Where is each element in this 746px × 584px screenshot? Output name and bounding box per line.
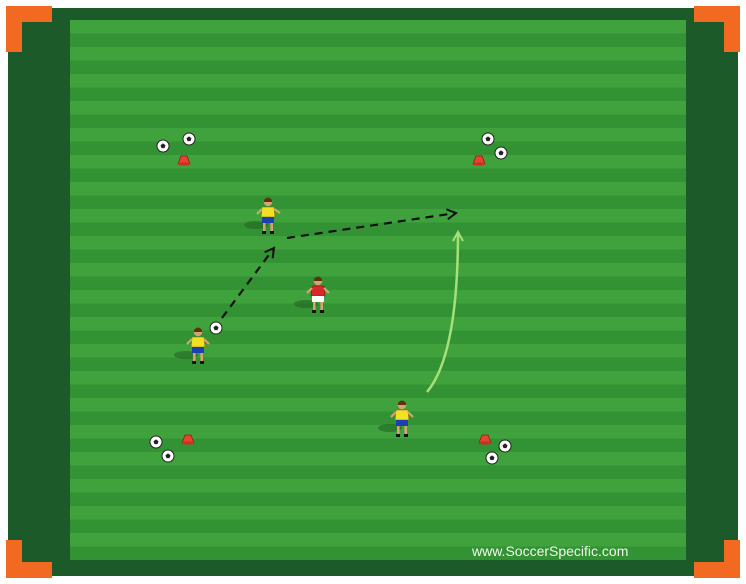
pitch-stripe bbox=[70, 425, 686, 439]
ball-in-play bbox=[210, 322, 222, 334]
pitch-stripe bbox=[70, 304, 686, 318]
pitch-stripe bbox=[70, 250, 686, 264]
pitch-stripe bbox=[70, 182, 686, 196]
pitch-stripe bbox=[70, 479, 686, 493]
ball bbox=[495, 147, 507, 159]
pitch-stripe bbox=[70, 331, 686, 345]
pitch-stripe bbox=[70, 263, 686, 277]
pitch-stripe bbox=[70, 506, 686, 520]
pitch-stripe bbox=[70, 317, 686, 331]
pitch-stripe bbox=[70, 74, 686, 88]
watermark-text: www.SoccerSpecific.com bbox=[471, 543, 628, 559]
ball bbox=[157, 140, 169, 152]
pitch-stripe bbox=[70, 20, 686, 34]
pitch-stripe bbox=[70, 520, 686, 534]
ball bbox=[162, 450, 174, 462]
ball bbox=[486, 452, 498, 464]
pitch-stripe bbox=[70, 34, 686, 48]
pitch-stripe bbox=[70, 236, 686, 250]
pitch-stripe bbox=[70, 101, 686, 115]
pitch-stripe bbox=[70, 196, 686, 210]
pitch-stripe bbox=[70, 61, 686, 75]
pitch-stripe bbox=[70, 439, 686, 453]
pitch-stripe bbox=[70, 128, 686, 142]
ball bbox=[183, 133, 195, 145]
pitch-stripe bbox=[70, 155, 686, 169]
ball bbox=[482, 133, 494, 145]
pitch-stripe bbox=[70, 47, 686, 61]
ball bbox=[499, 440, 511, 452]
pitch-stripe bbox=[70, 385, 686, 399]
pitch-stripe bbox=[70, 169, 686, 183]
pitch-stripe bbox=[70, 371, 686, 385]
pitch-stripe bbox=[70, 493, 686, 507]
pitch-stripe bbox=[70, 209, 686, 223]
pitch-stripe bbox=[70, 466, 686, 480]
pitch-stripe bbox=[70, 290, 686, 304]
pitch-stripe bbox=[70, 115, 686, 129]
pitch-stripe bbox=[70, 344, 686, 358]
pitch bbox=[70, 20, 686, 560]
pitch-stripe bbox=[70, 277, 686, 291]
pitch-stripe bbox=[70, 398, 686, 412]
pitch-stripe bbox=[70, 88, 686, 102]
pitch-stripe bbox=[70, 358, 686, 372]
ball bbox=[150, 436, 162, 448]
pitch-stripe bbox=[70, 412, 686, 426]
